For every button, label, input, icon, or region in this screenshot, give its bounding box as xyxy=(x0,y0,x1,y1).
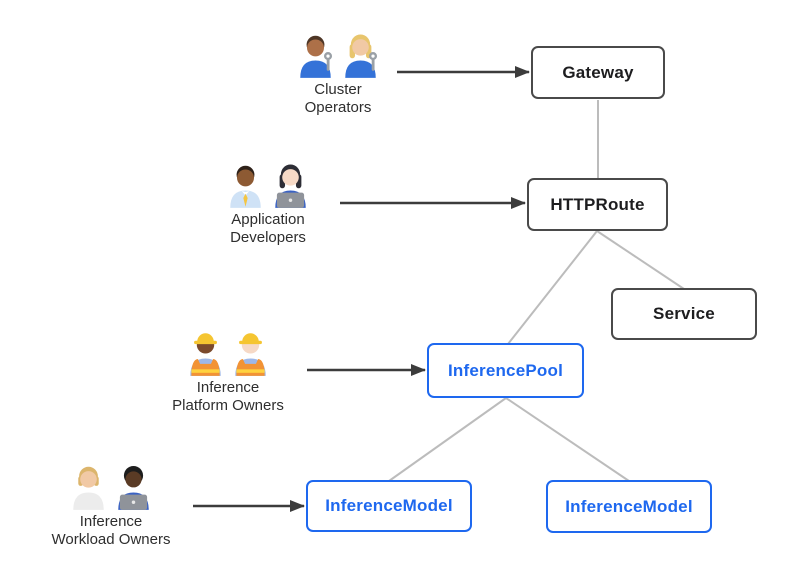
inference-platform-owners-icons xyxy=(128,330,328,376)
node-inferencemodel-left: InferenceModel xyxy=(306,480,472,532)
application-developers-icons xyxy=(168,162,368,208)
node-gateway-label: Gateway xyxy=(562,62,634,82)
node-service-label: Service xyxy=(653,304,715,323)
persona-label-line: Inference xyxy=(196,379,260,396)
persona-application-developers: Application Developers xyxy=(168,162,368,247)
health-worker-icon xyxy=(73,466,104,510)
node-inferencemodel-right: InferenceModel xyxy=(546,480,712,533)
persona-cluster-operators-label: Cluster Operators xyxy=(238,81,438,117)
node-inferencepool: InferencePool xyxy=(427,343,584,398)
node-inferencepool-label: InferencePool xyxy=(447,360,564,380)
node-gateway: Gateway xyxy=(531,46,665,99)
persona-inference-platform-owners-label: Inference Platform Owners xyxy=(128,379,328,415)
node-service: Service xyxy=(611,288,757,340)
node-httproute: HTTPRoute xyxy=(527,178,668,231)
man-technologist-icon xyxy=(118,465,149,510)
node-inferencemodel-right-label: InferenceModel xyxy=(565,496,693,516)
connector-httproute-inferencepool xyxy=(507,230,598,345)
persona-cluster-operators: Cluster Operators xyxy=(238,32,438,117)
persona-label-line: Inference xyxy=(79,513,143,530)
persona-label-line: Platform Owners xyxy=(172,397,284,414)
woman-technologist-icon xyxy=(275,164,306,208)
node-inferencemodel-left-label: InferenceModel xyxy=(325,496,453,515)
woman-construction-worker-icon xyxy=(190,333,221,376)
persona-application-developers-label: Application Developers xyxy=(168,211,368,247)
inference-workload-owners-icons xyxy=(11,464,211,510)
cluster-operators-icons xyxy=(238,32,438,78)
persona-inference-workload-owners: Inference Workload Owners xyxy=(11,464,211,549)
man-office-worker-icon xyxy=(230,165,261,208)
connector-httproute-service xyxy=(596,230,685,290)
persona-label-line: Operators xyxy=(304,99,372,116)
persona-label-line: Workload Owners xyxy=(51,531,171,548)
persona-label-line: Application xyxy=(231,211,305,228)
persona-inference-platform-owners: Inference Platform Owners xyxy=(128,330,328,415)
connector-inferencepool-inferencemodel-left xyxy=(388,397,507,482)
man-construction-worker-icon xyxy=(235,333,266,376)
node-httproute-label: HTTPRoute xyxy=(550,194,645,214)
man-mechanic-icon xyxy=(300,35,333,78)
persona-label-line: Cluster xyxy=(314,81,362,98)
persona-inference-workload-owners-label: Inference Workload Owners xyxy=(11,513,211,549)
connector-inferencepool-inferencemodel-right xyxy=(505,397,630,482)
persona-label-line: Developers xyxy=(230,229,306,246)
woman-mechanic-icon xyxy=(345,34,378,78)
